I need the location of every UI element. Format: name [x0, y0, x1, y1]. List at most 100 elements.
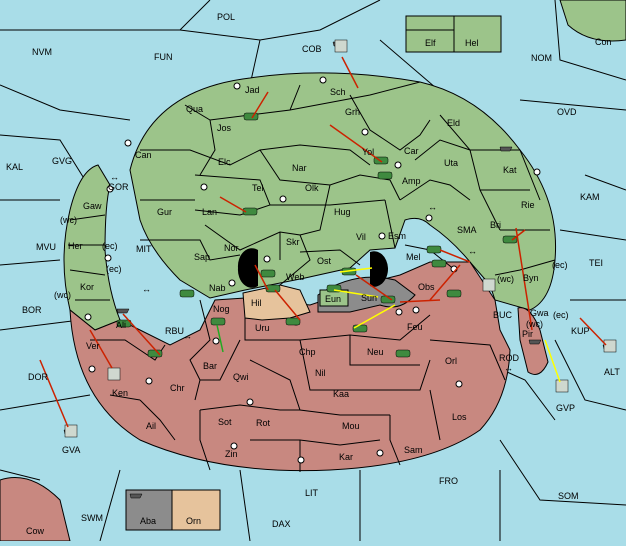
svg-text:RBU: RBU [165, 326, 184, 336]
svg-text:Uru: Uru [255, 323, 270, 333]
svg-text:GOR: GOR [108, 182, 129, 192]
svg-text:Con: Con [595, 37, 612, 47]
svg-text:Ken: Ken [112, 388, 128, 398]
svg-text:Byn: Byn [523, 273, 539, 283]
svg-text:SWM: SWM [81, 513, 103, 523]
svg-text:Jad: Jad [245, 85, 260, 95]
svg-text:Rie: Rie [521, 200, 535, 210]
supply-centers [84, 76, 541, 464]
svg-text:(ec): (ec) [106, 264, 122, 274]
coast-labels: (wc) (ec) (wc) (ec) (wc) (ec) (wc) (ec) [54, 215, 569, 329]
other-labels: Hil Orn Eun Aba [140, 294, 341, 526]
svg-text:Gwa: Gwa [530, 308, 549, 318]
svg-text:(wc): (wc) [60, 215, 77, 225]
svg-text:↔: ↔ [183, 331, 192, 341]
svg-text:Rot: Rot [256, 418, 271, 428]
svg-text:MIT: MIT [136, 244, 152, 254]
svg-text:OVD: OVD [557, 107, 577, 117]
orn-island[interactable] [171, 489, 221, 531]
svg-text:Web: Web [286, 272, 304, 282]
svg-text:Ail: Ail [146, 421, 156, 431]
svg-text:KAM: KAM [580, 192, 600, 202]
svg-text:Bar: Bar [203, 361, 217, 371]
green-territory[interactable] [129, 72, 557, 311]
svg-text:POL: POL [217, 12, 235, 22]
svg-text:Qwi: Qwi [233, 372, 249, 382]
svg-text:Sap: Sap [194, 252, 210, 262]
svg-text:Sam: Sam [404, 445, 423, 455]
svg-text:Nab: Nab [209, 283, 226, 293]
orders [39, 56, 607, 428]
svg-text:(wc): (wc) [526, 319, 543, 329]
svg-text:GVP: GVP [556, 403, 575, 413]
svg-text:Elf: Elf [425, 38, 436, 48]
svg-text:NVM: NVM [32, 47, 52, 57]
svg-text:(wc): (wc) [497, 274, 514, 284]
svg-text:Can: Can [135, 150, 152, 160]
svg-text:Tel: Tel [252, 183, 264, 193]
svg-text:Hil: Hil [251, 298, 262, 308]
svg-text:KUP: KUP [571, 326, 590, 336]
svg-text:BOR: BOR [22, 305, 42, 315]
svg-text:Neu: Neu [367, 347, 384, 357]
svg-text:NOM: NOM [531, 53, 552, 63]
svg-text:Ost: Ost [317, 256, 332, 266]
svg-text:Her: Her [68, 241, 83, 251]
svg-text:Orl: Orl [445, 356, 457, 366]
svg-text:Eld: Eld [447, 118, 460, 128]
svg-text:SOM: SOM [558, 491, 579, 501]
svg-text:Nar: Nar [292, 163, 307, 173]
svg-text:Lan: Lan [202, 207, 217, 217]
svg-text:DAX: DAX [272, 519, 291, 529]
svg-text:Pir: Pir [522, 329, 533, 339]
svg-text:Feu: Feu [407, 322, 423, 332]
svg-text:(wc): (wc) [54, 290, 71, 300]
svg-text:Qua: Qua [186, 104, 203, 114]
svg-text:Zin: Zin [225, 449, 238, 459]
svg-text:GVA: GVA [62, 445, 80, 455]
svg-text:ALT: ALT [604, 367, 620, 377]
svg-text:LIT: LIT [305, 488, 319, 498]
svg-text:Ali: Ali [116, 320, 126, 330]
svg-text:Nil: Nil [315, 368, 326, 378]
svg-text:GVG: GVG [52, 156, 72, 166]
svg-text:Chr: Chr [170, 383, 185, 393]
svg-text:Hel: Hel [465, 38, 479, 48]
svg-text:Grh: Grh [345, 107, 360, 117]
svg-text:↔: ↔ [504, 363, 513, 373]
svg-text:Gur: Gur [157, 207, 172, 217]
svg-text:Yol: Yol [362, 147, 374, 157]
svg-text:Los: Los [452, 412, 467, 422]
svg-text:DOR: DOR [28, 372, 49, 382]
svg-text:Hug: Hug [334, 207, 351, 217]
land-borders [68, 81, 556, 472]
svg-text:Esm: Esm [388, 231, 406, 241]
svg-text:Kor: Kor [80, 282, 94, 292]
svg-text:↔: ↔ [468, 246, 477, 256]
svg-text:Obs: Obs [418, 282, 435, 292]
svg-text:Nor: Nor [224, 243, 239, 253]
con-island[interactable] [559, 0, 626, 42]
svg-text:Aba: Aba [140, 516, 156, 526]
svg-text:Nog: Nog [213, 304, 230, 314]
svg-text:FUN: FUN [154, 52, 173, 62]
svg-text:Chp: Chp [299, 347, 316, 357]
svg-text:Sch: Sch [330, 87, 346, 97]
svg-text:Jos: Jos [217, 123, 232, 133]
svg-text:(ec): (ec) [552, 260, 568, 270]
units[interactable] [63, 39, 617, 499]
sea-labels: POL COB NVM FUN NOM Con KAL GVG OVD KAM … [6, 12, 620, 536]
svg-text:↔: ↔ [110, 172, 119, 182]
svg-text:BUC: BUC [493, 310, 513, 320]
cow-island[interactable] [0, 477, 71, 542]
svg-text:MVU: MVU [36, 242, 56, 252]
svg-text:Sot: Sot [218, 417, 232, 427]
svg-text:Eun: Eun [325, 294, 341, 304]
strait-arrows: ↔ ↔ ↔ ↔ ↔ ↔ [110, 172, 513, 373]
svg-text:Kat: Kat [503, 165, 517, 175]
svg-text:Mou: Mou [342, 421, 360, 431]
svg-text:(ec): (ec) [553, 310, 569, 320]
red-labels: Nab Nog Uru Feu Sun Obs Ali Ver Chp Neu … [86, 282, 549, 462]
